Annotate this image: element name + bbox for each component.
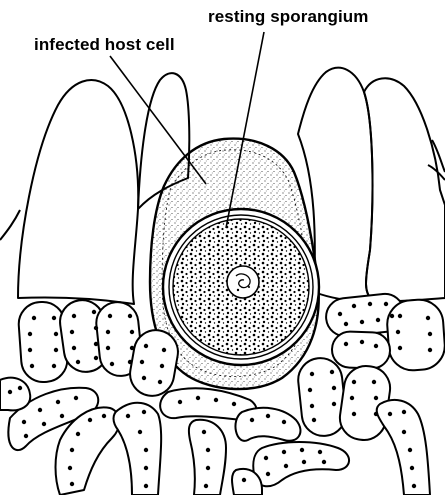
sporangium-nucleus	[227, 266, 259, 298]
label-infected-host-cell: infected host cell	[34, 35, 175, 55]
label-resting-sporangium: resting sporangium	[208, 7, 369, 27]
resting-sporangium	[163, 209, 319, 365]
leader-infected-host-cell	[110, 56, 206, 184]
